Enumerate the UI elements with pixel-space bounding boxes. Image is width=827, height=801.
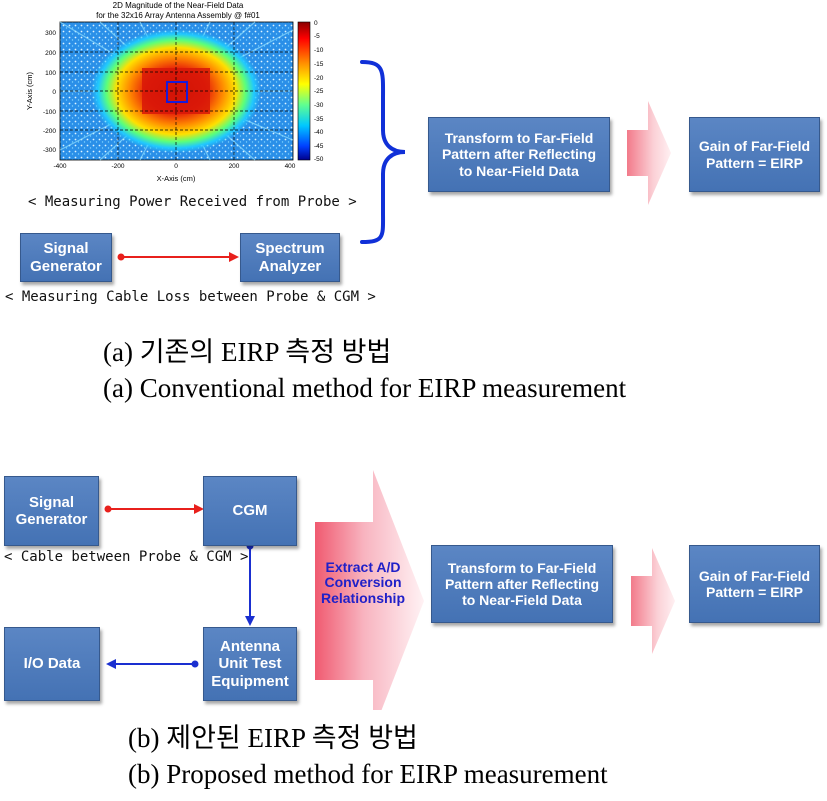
transform-box-b: Transform to Far-Field Pattern after Ref… xyxy=(431,545,613,623)
y-tick: -200 xyxy=(43,128,56,135)
colorbar-tick: -10 xyxy=(314,47,324,54)
colorbar-tick: -45 xyxy=(314,143,324,150)
plot-title-line1: 2D Magnitude of the Near-Field Data xyxy=(113,1,244,10)
x-tick: -200 xyxy=(111,163,124,170)
caption-a-korean: (a) 기존의 EIRP 측정 방법 xyxy=(103,337,392,367)
x-tick: 0 xyxy=(174,163,178,170)
caption-b-english: (b) Proposed method for EIRP measurement xyxy=(128,759,608,789)
y-tick-labels: 300 200 100 0 -100 -200 -300 xyxy=(43,30,56,154)
extract-big-arrow xyxy=(315,470,424,710)
colorbar-tick: -20 xyxy=(314,75,324,82)
y-tick: -100 xyxy=(43,109,56,116)
colorbar-tick: -15 xyxy=(314,61,324,68)
colorbar-tick: -50 xyxy=(314,156,324,163)
probe-region-marker xyxy=(166,81,188,103)
red-connector-arrow xyxy=(117,252,239,262)
x-tick: -400 xyxy=(53,163,66,170)
cgm-box: CGM xyxy=(203,476,297,546)
x-tick: 400 xyxy=(285,163,296,170)
x-axis-label: X-Axis (cm) xyxy=(157,174,196,183)
curly-brace xyxy=(360,60,406,244)
spectrum-analyzer-box: Spectrum Analyzer xyxy=(240,233,340,282)
cable-loss-caption: < Measuring Cable Loss between Probe & C… xyxy=(5,289,376,305)
extract-ad-label: Extract A/D Conversion Relationship xyxy=(320,559,405,606)
probe-measure-caption: < Measuring Power Received from Probe > xyxy=(28,194,357,210)
conventional-connectors xyxy=(117,60,671,262)
gain-eirp-box-b: Gain of Far-Field Pattern = EIRP xyxy=(689,545,820,623)
blue-connector-arrow-left xyxy=(106,659,199,669)
colorbar-tick: -35 xyxy=(314,116,324,123)
y-tick: 0 xyxy=(52,89,56,96)
colorbar-tick: -40 xyxy=(314,129,324,136)
x-tick: 200 xyxy=(229,163,240,170)
pink-flow-arrow-b xyxy=(631,548,675,654)
signal-generator-box-b: Signal Generator xyxy=(4,476,99,546)
pink-flow-arrow-a xyxy=(627,101,671,205)
colorbar-ticks: 0 -5 -10 -15 -20 -25 -30 -35 -40 -45 -50 xyxy=(314,20,324,163)
proposed-connectors xyxy=(104,470,675,710)
y-tick: 200 xyxy=(45,50,56,57)
colorbar-tick: -5 xyxy=(314,33,320,40)
near-field-plot: 2D Magnitude of the Near-Field Data for … xyxy=(25,1,324,183)
plot-title: 2D Magnitude of the Near-Field Data for … xyxy=(96,1,260,20)
heatmap-area xyxy=(59,21,294,161)
colorbar xyxy=(297,21,311,161)
cable-caption-b: < Cable between Probe & CGM > xyxy=(4,549,249,565)
signal-generator-box-a: Signal Generator xyxy=(20,233,112,282)
colorbar-tick: -25 xyxy=(314,88,324,95)
plot-title-line2: for the 32x16 Array Antenna Assembly @ f… xyxy=(96,11,260,20)
antenna-test-equipment-box: Antenna Unit Test Equipment xyxy=(203,627,297,701)
io-data-box: I/O Data xyxy=(4,627,100,701)
colorbar-tick: 0 xyxy=(314,20,318,27)
x-tick-labels: -400 -200 0 200 400 xyxy=(53,163,295,170)
gain-eirp-box-a: Gain of Far-Field Pattern = EIRP xyxy=(689,117,820,192)
transform-box-a: Transform to Far-Field Pattern after Ref… xyxy=(428,117,610,192)
y-tick: 300 xyxy=(45,30,56,37)
colorbar-tick: -30 xyxy=(314,102,324,109)
blue-connector-arrow-down xyxy=(245,542,255,626)
caption-a-english: (a) Conventional method for EIRP measure… xyxy=(103,373,627,403)
y-axis-label: Y-Axis (cm) xyxy=(25,71,34,110)
red-connector-arrow-b xyxy=(104,504,204,514)
y-tick: 100 xyxy=(45,70,56,77)
caption-b-korean: (b) 제안된 EIRP 측정 방법 xyxy=(128,723,418,753)
y-tick: -300 xyxy=(43,147,56,154)
